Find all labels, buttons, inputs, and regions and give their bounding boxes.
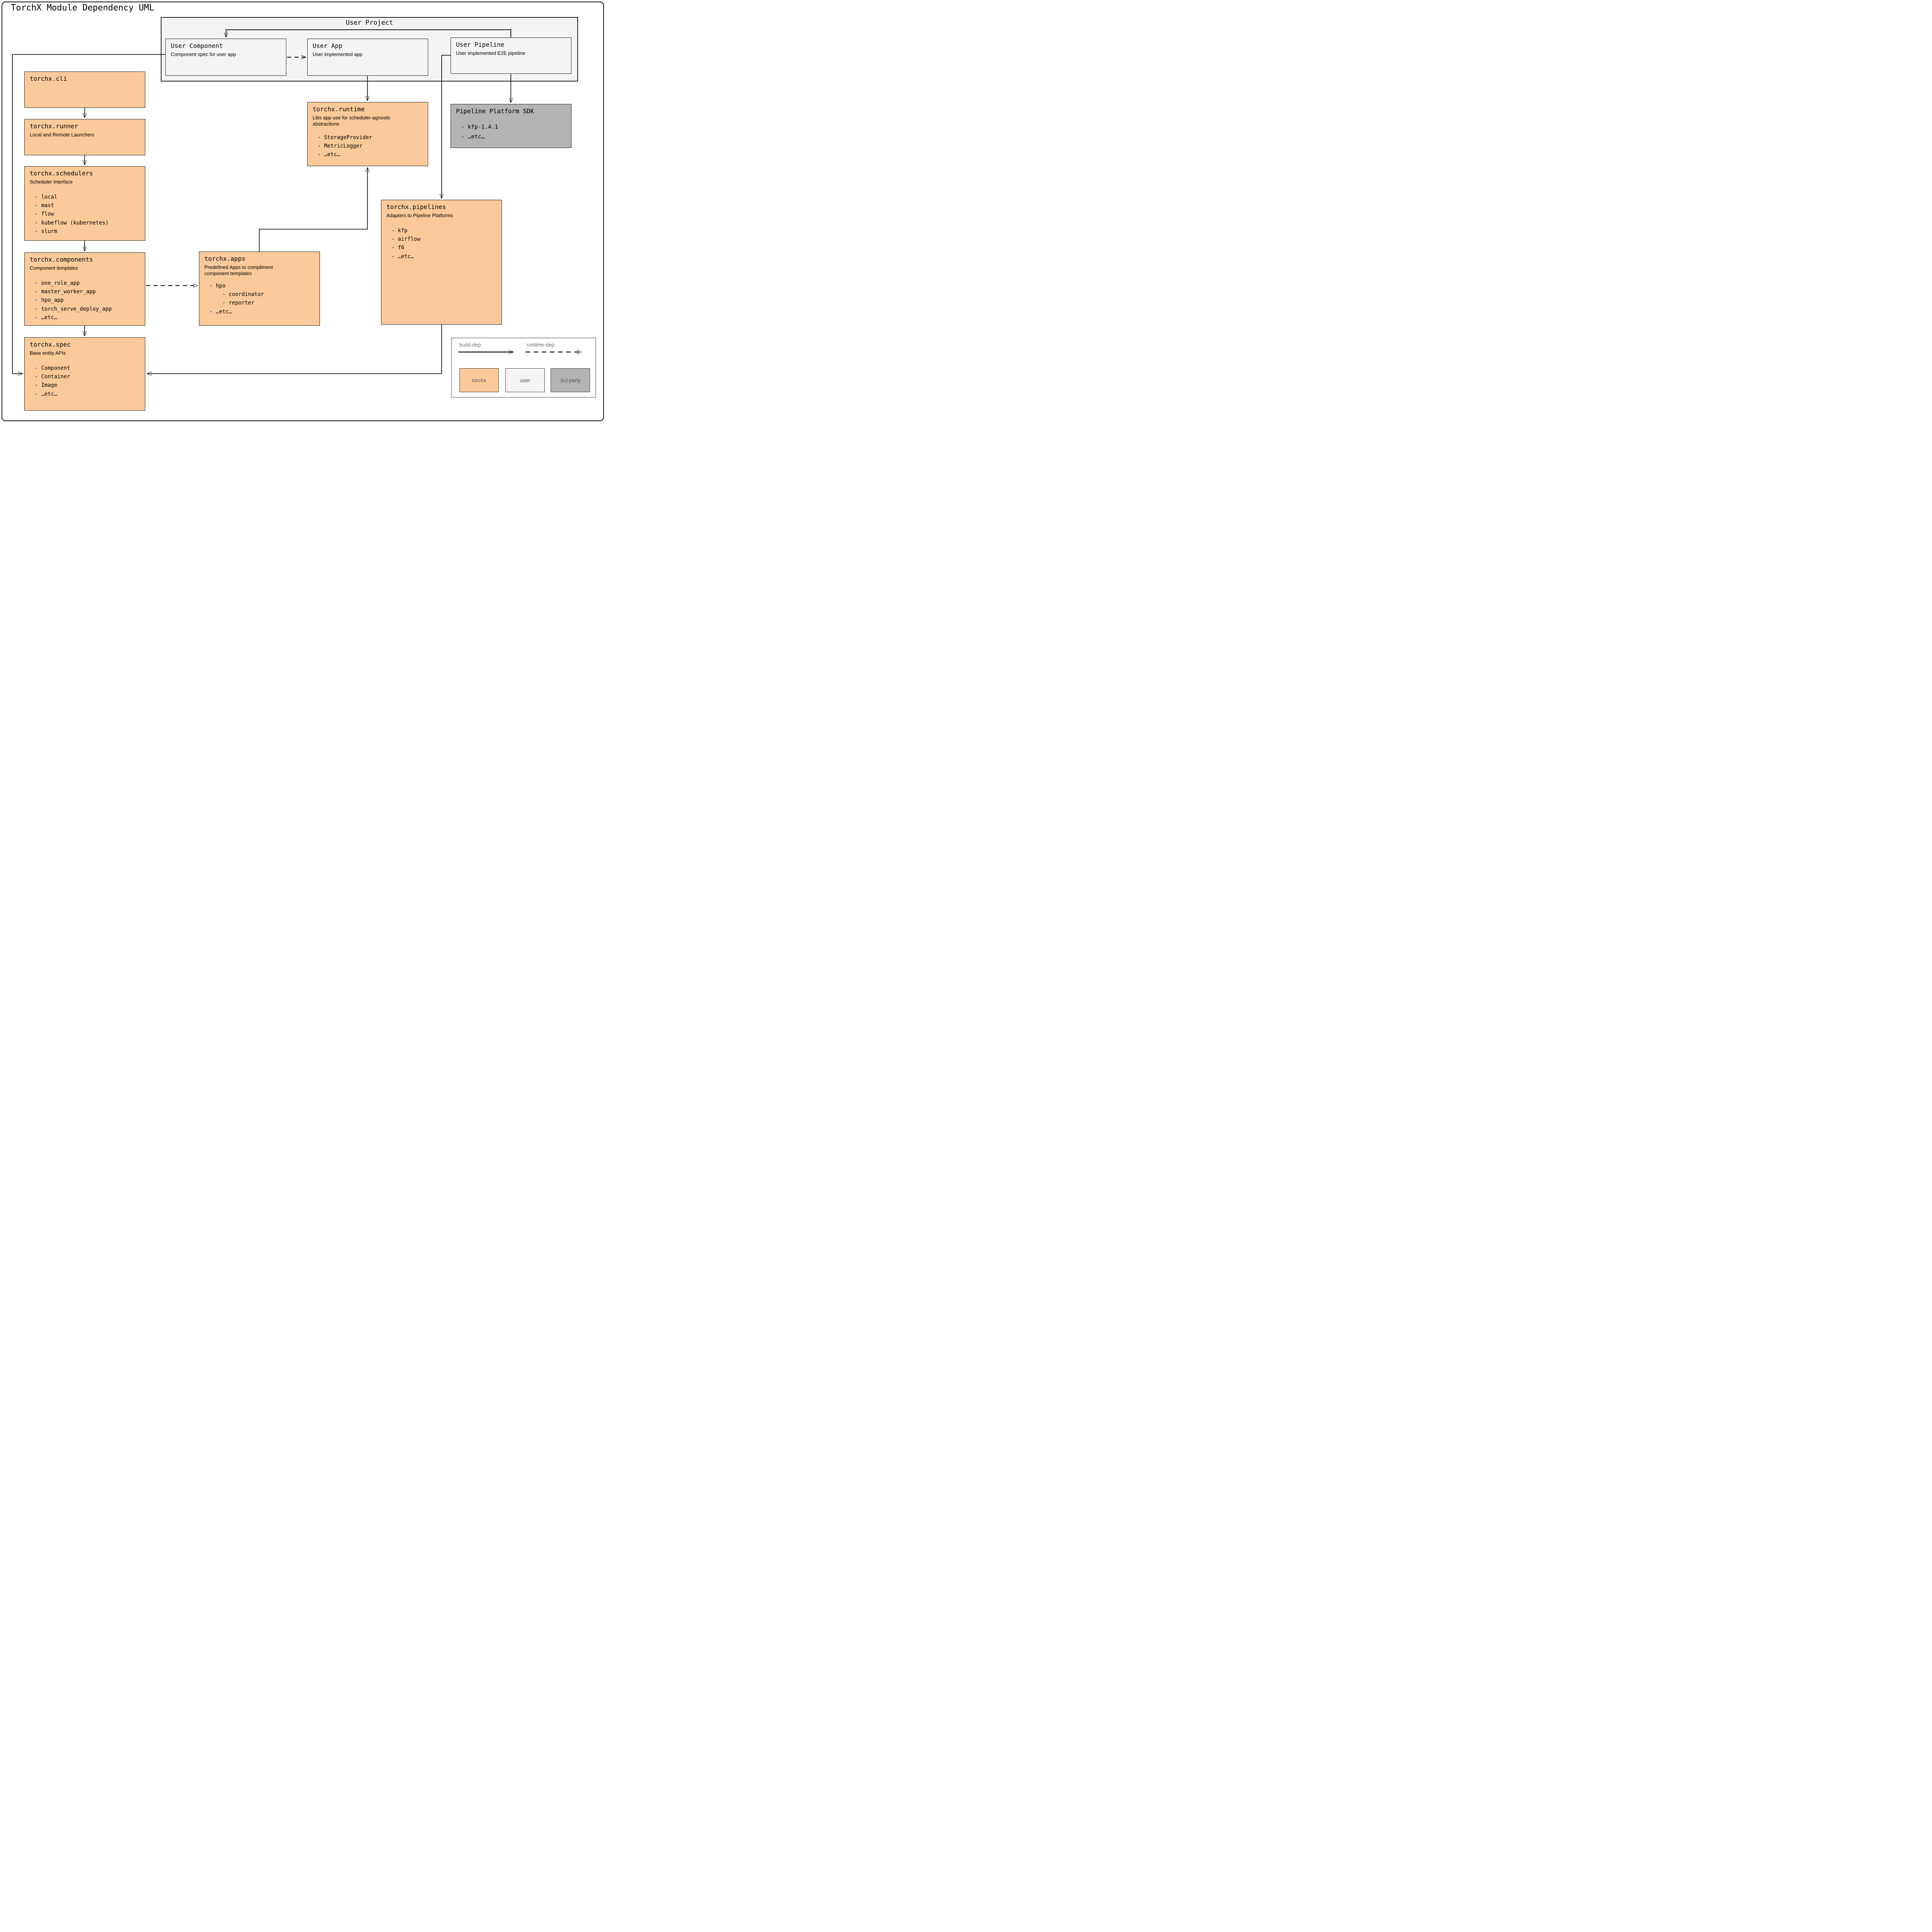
list-item: - …etc… <box>209 308 232 315</box>
list-item: - reporter <box>209 300 255 306</box>
box-title: torchx.runner <box>30 122 78 130</box>
list-item: - hpo_app <box>35 297 64 304</box>
box-item-list: - StorageProvider - MetricLogger - …etc… <box>313 133 423 159</box>
list-item: - kubeflow (kubernetes) <box>35 219 109 226</box>
list-item: - f6 <box>391 245 405 251</box>
arrow-pipelines-to-spec <box>147 325 442 374</box>
box-torchx-pipelines: torchx.pipelines Adapters to Pipeline Pl… <box>381 200 502 325</box>
box-torchx-runtime: torchx.runtime Libs app use for schedule… <box>307 102 428 166</box>
legend-swatch-user: user <box>505 368 545 392</box>
box-title: User Component <box>171 42 223 49</box>
list-item: - master_worker_app <box>35 288 96 295</box>
legend-runtime-dep-label: runtime-dep <box>527 342 555 348</box>
box-user-app: User App User implemented app <box>307 39 428 76</box>
list-item: - local <box>35 194 58 200</box>
box-subtitle: Adapters to Pipeline Platforms <box>386 212 453 218</box>
box-title: torchx.spec <box>30 341 71 348</box>
box-title: torchx.runtime <box>313 105 365 113</box>
list-item: - coordinator <box>209 291 264 298</box>
list-item: - torch_serve_deploy_app <box>35 306 112 312</box>
list-item: - MetricLogger <box>318 143 363 149</box>
list-item: - mast <box>35 202 54 209</box>
box-title: User App <box>313 42 343 49</box>
box-user-pipeline: User Pipeline User implemented E2E pipel… <box>451 37 571 74</box>
box-item-list: - Component - Container - Image - …etc… <box>30 364 140 398</box>
box-torchx-apps: torchx.apps Predefined Apps to complimen… <box>199 252 320 326</box>
box-title: torchx.schedulers <box>30 170 93 177</box>
box-title: torchx.apps <box>204 255 245 262</box>
legend-swatch-3rd-party: 3rd party <box>551 368 590 392</box>
box-subtitle: Base entity APIs <box>30 350 66 356</box>
box-title: Pipeline Platform SDK <box>456 107 534 115</box>
box-title: torchx.components <box>30 256 93 263</box>
box-item-list: - hpo - coordinator - reporter - …etc… <box>204 282 315 316</box>
list-item: - …etc… <box>35 314 58 321</box>
list-item: - hpo <box>209 282 226 289</box>
box-title: User Pipeline <box>456 41 505 48</box>
list-item: - …etc… <box>461 133 485 140</box>
box-torchx-spec: torchx.spec Base entity APIs - Component… <box>24 337 145 411</box>
box-user-component: User Component Component spec for user a… <box>165 39 286 76</box>
list-item: - airflow <box>391 236 420 242</box>
list-item: - Image <box>35 382 58 389</box>
legend: build-dep runtime-dep torchx user 3rd pa… <box>451 337 596 398</box>
box-title: torchx.cli <box>30 75 67 82</box>
legend-swatch-torchx: torchx <box>459 368 499 392</box>
list-item: - …etc… <box>318 151 340 158</box>
list-item: - kfp <box>391 227 408 234</box>
list-item: - slurm <box>35 228 58 235</box>
box-subtitle: User implemented E2E pipeline <box>456 50 526 56</box>
list-item: - …etc… <box>35 391 58 397</box>
box-title: torchx.pipelines <box>386 203 446 211</box>
user-project-label: User Project <box>345 19 393 27</box>
box-item-list: - kfp-1.4.1 - …etc… <box>456 122 566 142</box>
arrow-apps-to-runtime <box>259 168 367 252</box>
list-item: - Container <box>35 373 70 380</box>
box-subtitle: User implemented app <box>313 51 362 57</box>
box-subtitle: Component templates <box>30 265 78 271</box>
box-subtitle: Scheduler Interface <box>30 179 73 185</box>
box-torchx-cli: torchx.cli <box>24 71 145 108</box>
box-subtitle: Local and Remote Launchers <box>30 131 95 138</box>
box-torchx-schedulers: torchx.schedulers Scheduler Interface - … <box>24 166 145 241</box>
diagram-page: TorchX Module Dependency UML User Projec… <box>0 0 606 423</box>
diagram-title: TorchX Module Dependency UML <box>11 3 154 13</box>
list-item: - kfp-1.4.1 <box>461 124 498 130</box>
box-subtitle: Component spec for user app <box>171 51 236 57</box>
list-item: - StorageProvider <box>318 134 372 141</box>
list-item: - one_role_app <box>35 280 80 286</box>
box-torchx-components: torchx.components Component templates - … <box>24 252 145 326</box>
box-item-list: - one_role_app - master_worker_app - hpo_a… <box>30 279 140 322</box>
box-torchx-runner: torchx.runner Local and Remote Launchers <box>24 119 145 155</box>
legend-build-dep-label: build-dep <box>459 342 481 348</box>
box-subtitle: Libs app use for scheduler-agnostic abst… <box>313 114 391 127</box>
box-subtitle: Predefined Apps to compliment component … <box>204 264 273 276</box>
list-item: - Component <box>35 365 70 371</box>
list-item: - flow <box>35 211 54 218</box>
box-pipeline-platform-sdk: Pipeline Platform SDK - kfp-1.4.1 - …etc… <box>451 104 571 148</box>
list-item: - …etc… <box>391 253 414 260</box>
box-item-list: - kfp - airflow - f6 - …etc… <box>386 226 497 261</box>
box-item-list: - local - mast - flow- kubeflow (kubernete… <box>30 193 140 236</box>
